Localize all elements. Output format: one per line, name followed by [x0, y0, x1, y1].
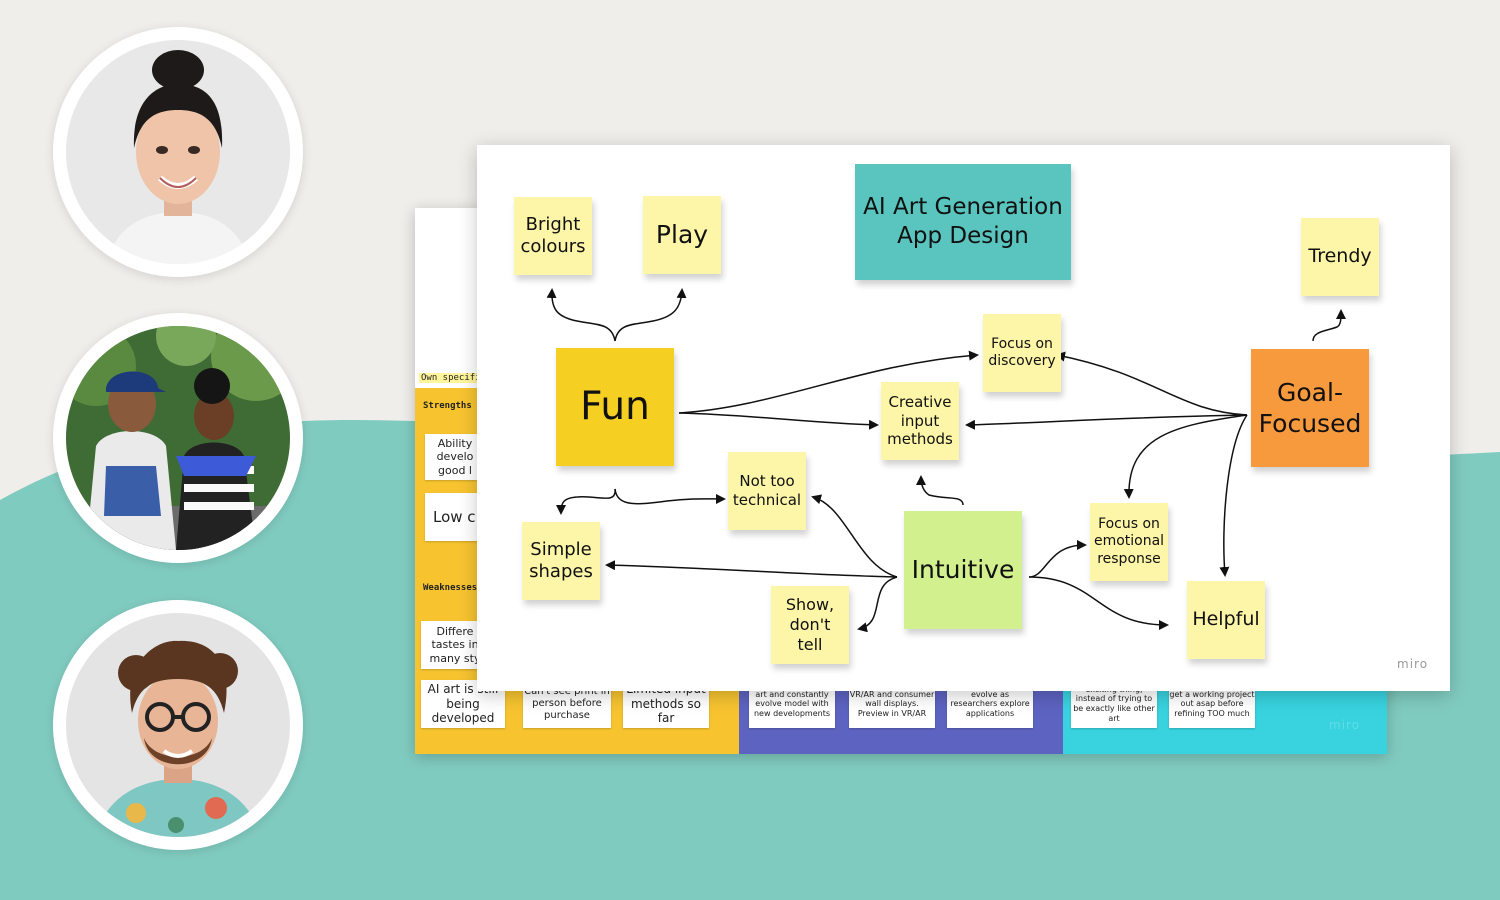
- man-portrait-image: [66, 613, 290, 837]
- goal-focused-text: Goal-Focused: [1258, 377, 1362, 438]
- fun-text: Fun: [580, 383, 650, 429]
- play-text: Play: [655, 220, 709, 250]
- focus-on-discovery-text: Focus on discovery: [988, 335, 1056, 370]
- couple-photo-image: [66, 326, 290, 550]
- not-too-technical-sticky[interactable]: Not too technical: [728, 452, 806, 530]
- miro-watermark-back: miro: [1329, 718, 1361, 732]
- simple-shapes-text: Simple shapes: [529, 538, 593, 583]
- bright-colours-sticky[interactable]: Bright colours: [514, 197, 592, 275]
- trendy-text: Trendy: [1308, 245, 1372, 268]
- simple-shapes-sticky[interactable]: Simple shapes: [522, 522, 600, 600]
- show-dont-tell-text: Show, don't tell: [785, 595, 835, 654]
- goal-focused-sticky[interactable]: Goal-Focused: [1251, 349, 1369, 467]
- intuitive-text: Intuitive: [911, 555, 1015, 585]
- ability-card: Ability develo good l: [425, 434, 485, 480]
- intuitive-sticky[interactable]: Intuitive: [904, 511, 1022, 629]
- fun-sticky[interactable]: Fun: [556, 348, 674, 466]
- helpful-sticky[interactable]: Helpful: [1187, 581, 1265, 659]
- creative-input-methods-sticky[interactable]: Creative input methods: [881, 382, 959, 460]
- focus-on-emotional-response-sticky[interactable]: Focus on emotional response: [1090, 503, 1168, 581]
- avatar-couple: [53, 313, 303, 563]
- focus-on-emotional-response-text: Focus on emotional response: [1093, 515, 1165, 567]
- miro-watermark: miro: [1397, 657, 1429, 671]
- trendy-sticky[interactable]: Trendy: [1301, 218, 1379, 296]
- creative-input-methods-text: Creative input methods: [887, 392, 953, 449]
- focus-on-discovery-sticky[interactable]: Focus on discovery: [983, 314, 1061, 392]
- avatar-man: [53, 600, 303, 850]
- helpful-text: Helpful: [1192, 608, 1260, 631]
- show-dont-tell-sticky[interactable]: Show, don't tell: [771, 586, 849, 664]
- title-sticky-note[interactable]: AI Art Generation App Design: [855, 164, 1071, 280]
- play-sticky[interactable]: Play: [643, 196, 721, 274]
- bright-colours-text: Bright colours: [520, 213, 586, 258]
- title-text: AI Art Generation App Design: [863, 194, 1063, 249]
- avatar-woman: [53, 27, 303, 277]
- strengths-label: Strengths: [423, 401, 472, 411]
- mindmap-board: AI Art Generation App Design Bright colo…: [477, 145, 1450, 691]
- connector-lines: [546, 288, 1346, 633]
- not-too-technical-text: Not too technical: [732, 472, 802, 509]
- weaknesses-label: Weaknesses: [423, 583, 478, 593]
- own-specific-label: Own specific: [419, 373, 489, 383]
- woman-portrait-image: [66, 40, 290, 264]
